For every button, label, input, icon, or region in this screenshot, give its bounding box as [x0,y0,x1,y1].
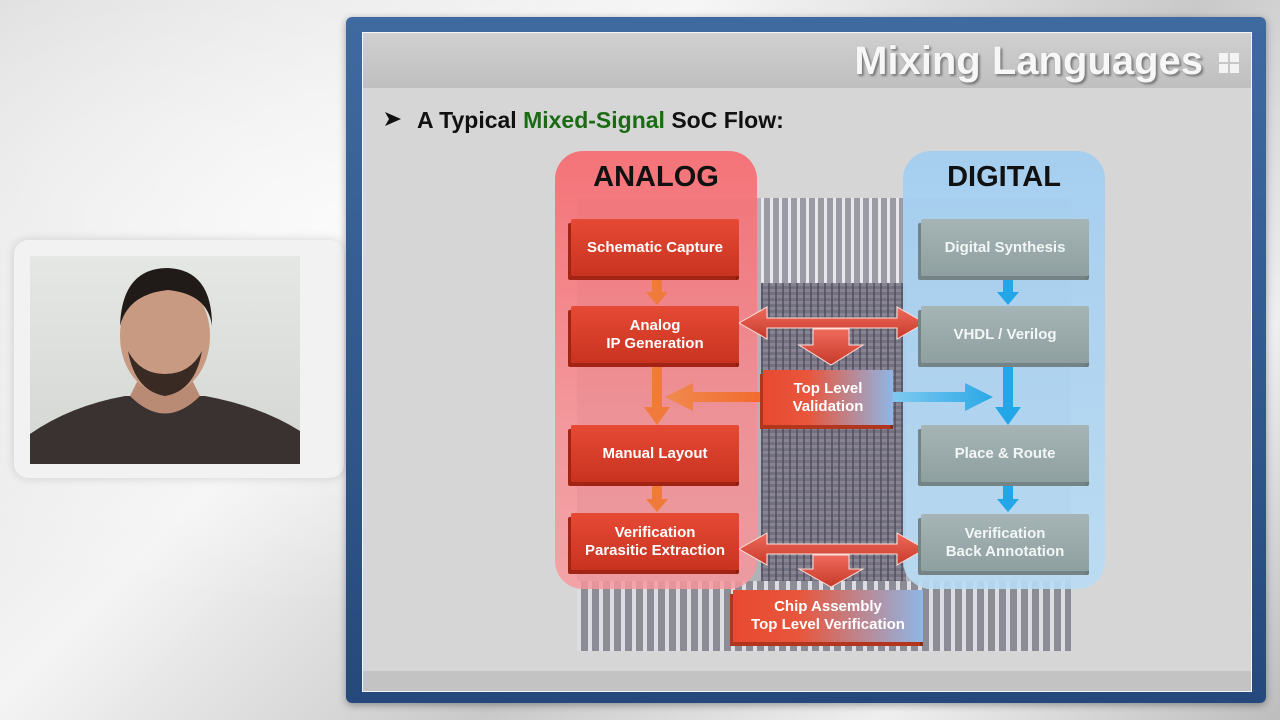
digital-step-place-route: Place & Route [921,425,1089,482]
analog-step-manual-layout: Manual Layout [571,425,739,482]
ip-vhdl-double-arrow [737,306,927,366]
verification-double-arrow [737,532,927,588]
analog-step-ip-generation: Analog IP Generation [571,306,739,363]
analog-title: ANALOG [593,161,719,193]
slide: Mixing Languages A Typical Mixed-Signal … [362,32,1252,692]
analog-down-arrow-1 [646,279,668,305]
bullet-highlight: Mixed-Signal [523,107,665,133]
digital-down-arrow-1 [997,279,1019,305]
bullet-arrow-icon [383,107,407,134]
center-chip-assembly: Chip Assembly Top Level Verification [733,590,923,642]
bullet-prefix: A Typical [417,107,524,133]
title-bar: Mixing Languages [363,33,1251,88]
slide-logo-icon [1219,53,1239,73]
digital-title: DIGITAL [947,161,1061,193]
validation-right-arrow [893,383,993,411]
bullet-line: A Typical Mixed-Signal SoC Flow: [383,107,784,134]
digital-down-arrow-2 [995,366,1021,425]
digital-down-arrow-3 [997,485,1019,512]
center-top-level-validation: Top Level Validation [763,370,893,425]
analog-step-verification-extraction: Verification Parasitic Extraction [571,513,739,570]
analog-down-arrow-3 [646,485,668,512]
digital-step-verification-annotation: Verification Back Annotation [921,514,1089,571]
analog-down-arrow-2 [644,365,670,425]
bullet-suffix: SoC Flow: [664,107,784,133]
digital-step-vhdl-verilog: VHDL / Verilog [921,306,1089,363]
presenter-video [30,256,300,464]
presenter-silhouette [30,268,300,464]
chip-die-top [761,198,906,283]
slide-bottom-bar [363,671,1251,691]
slide-title: Mixing Languages [854,39,1203,83]
analog-step-schematic-capture: Schematic Capture [571,219,739,276]
flow-arrows [644,279,1021,588]
digital-step-synthesis: Digital Synthesis [921,219,1089,276]
validation-left-arrow [665,383,763,411]
